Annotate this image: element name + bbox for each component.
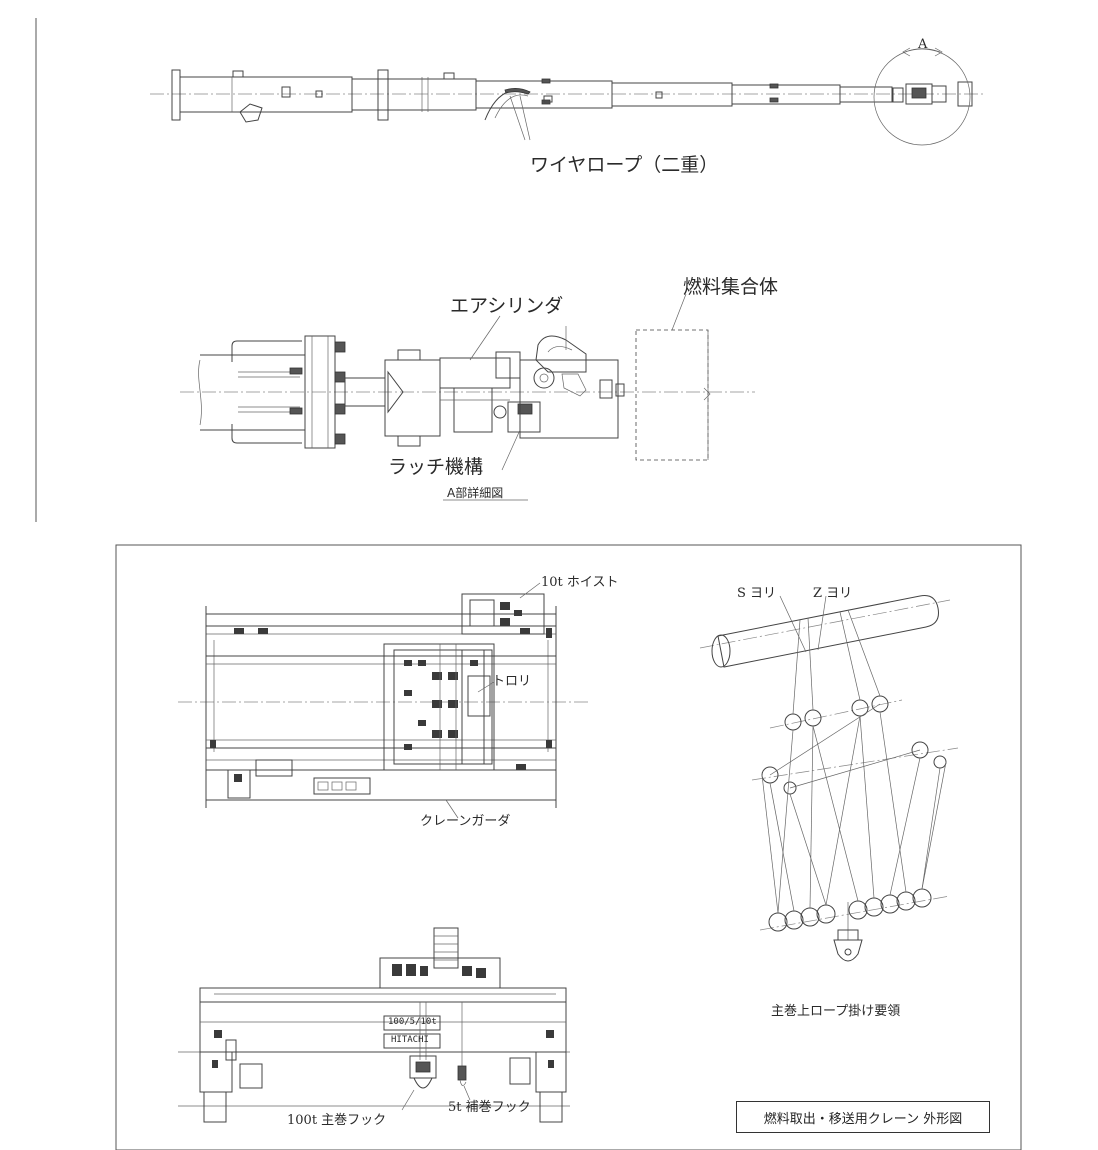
s-twist-label: S ヨリ — [737, 586, 777, 601]
fuel-assembly-label: 燃料集合体 — [683, 276, 779, 298]
bottom-frame — [115, 544, 1022, 1150]
detail-a-view — [180, 293, 755, 501]
hoist-label: 10t ホイスト — [541, 575, 619, 590]
drawing-title: 燃料取出・移送用クレーン 外形図 — [763, 1111, 963, 1127]
aux-hook-label: 5t 補巻フック — [448, 1100, 531, 1115]
crane-elevation-view — [178, 927, 570, 1123]
nameplate-maker: HITACHI — [391, 1035, 429, 1045]
main-hook-label: 100t 主巻フック — [287, 1113, 387, 1128]
telescopic-mast-view — [150, 47, 985, 146]
nameplate-maker-box — [383, 1033, 441, 1049]
title-block: 燃料取出・移送用クレーン 外形図 — [736, 1101, 990, 1133]
trolley-label: トロリ — [492, 674, 532, 689]
latch-mechanism-label: ラッチ機構 — [388, 456, 484, 478]
z-twist-label: Z ヨリ — [813, 586, 853, 601]
crane-plan-view — [178, 582, 590, 819]
rope-reeving-view — [699, 595, 959, 962]
air-cylinder-label: エアシリンダ — [450, 295, 564, 317]
nameplate-capacity: 100/5/10t — [388, 1017, 437, 1027]
nameplate-capacity-box — [383, 1015, 441, 1031]
rope-reeving-caption: 主巻上ロープ掛け要領 — [771, 1004, 901, 1019]
wire-rope-label: ワイヤロープ（二重） — [530, 154, 719, 176]
detail-a-caption: A部詳細図 — [447, 486, 504, 500]
crane-girder-label: クレーンガーダ — [420, 814, 511, 829]
detail-marker-label: A — [918, 37, 928, 52]
